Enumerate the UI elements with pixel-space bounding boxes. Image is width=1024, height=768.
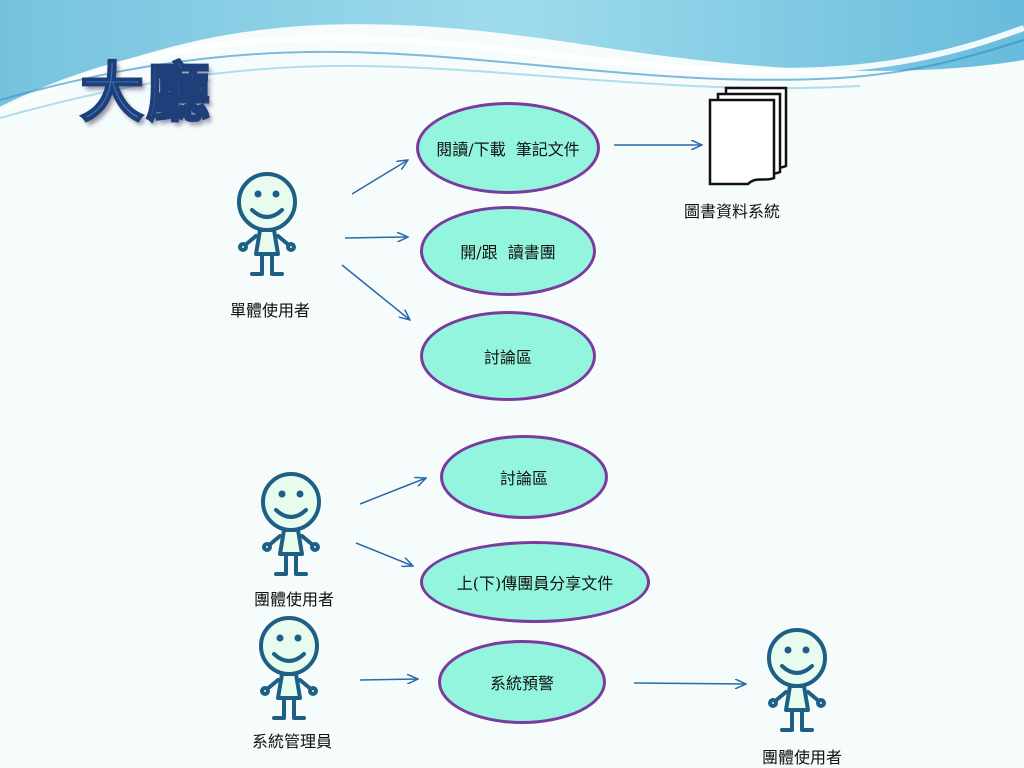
- actor-icon: [259, 616, 319, 720]
- arrow-admin-to-alert: [359, 679, 418, 680]
- actor-icon: [237, 172, 297, 276]
- usecase-read-download[interactable]: 閱讀/下載 筆記文件: [416, 102, 600, 194]
- actor-icon: [767, 628, 827, 732]
- usecase-label: 討論區: [499, 469, 548, 488]
- actor-label-admin: 系統管理員: [252, 732, 333, 751]
- actor-label-group-user-receiver: 團體使用者: [762, 748, 843, 767]
- usecase-forum[interactable]: 討論區: [420, 311, 596, 401]
- usecase-label: 上(下)傳團員分享文件: [456, 574, 614, 593]
- usecase-forum-group[interactable]: 討論區: [440, 435, 608, 519]
- usecase-label: 討論區: [483, 348, 532, 367]
- document-stack-icon: [708, 86, 788, 186]
- arrow-user-to-read: [351, 160, 408, 195]
- arrow-user-to-forum: [341, 264, 410, 320]
- usecase-upload-share[interactable]: 上(下)傳團員分享文件: [420, 541, 650, 623]
- arrow-user-to-club: [344, 237, 408, 238]
- arrow-alert-to-group: [633, 683, 746, 684]
- usecase-label: 開/跟 讀書團: [460, 243, 556, 262]
- arrow-group-to-forum: [359, 478, 426, 505]
- actor-label-group-user: 團體使用者: [254, 590, 335, 609]
- page-title: 大廳: [79, 57, 212, 131]
- usecase-open-join-club[interactable]: 開/跟 讀書團: [420, 206, 596, 296]
- actor-icon: [261, 472, 321, 576]
- arrow-group-to-upload: [355, 542, 413, 566]
- document-system-label: 圖書資料系統: [684, 202, 781, 221]
- usecase-system-alert[interactable]: 系統預警: [438, 640, 606, 724]
- usecase-label: 閱讀/下載 筆記文件: [436, 140, 580, 159]
- usecase-label: 系統預警: [489, 674, 554, 693]
- actor-label-single-user: 單體使用者: [230, 301, 311, 320]
